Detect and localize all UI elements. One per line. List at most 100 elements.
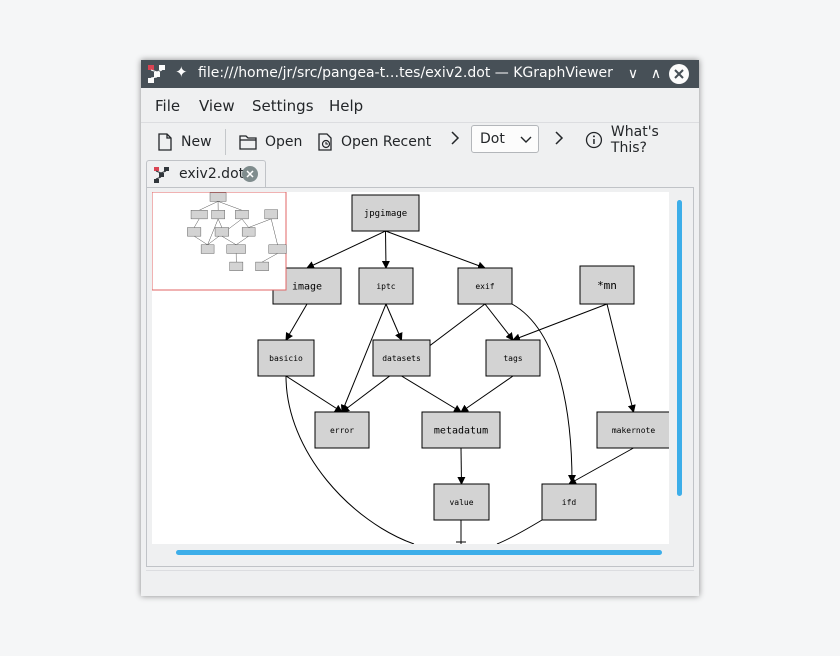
node-box	[485, 339, 541, 377]
kgraphviewer-window: ✦ file:///home/jr/src/pangea-t…tes/exiv2…	[141, 60, 699, 596]
birds-eye-overview[interactable]	[152, 192, 287, 291]
node-box	[351, 194, 420, 232]
node-mn[interactable]: *mn	[579, 265, 635, 305]
edge-datasets-metadatum	[401, 375, 462, 413]
node-ifd[interactable]: ifd	[541, 483, 597, 521]
node-error[interactable]: error	[314, 411, 370, 449]
overview-node	[200, 244, 215, 254]
overview-node	[187, 227, 202, 237]
overview-node	[209, 192, 227, 202]
node-box	[372, 339, 431, 377]
overview-edge	[221, 235, 237, 246]
overview-edge	[241, 218, 249, 228]
node-box	[541, 483, 597, 521]
close-icon	[246, 170, 254, 178]
maximize-button[interactable]: ∧	[650, 66, 662, 82]
edge-basicio-bottom	[285, 375, 415, 544]
edge-metadatum-value	[457, 447, 466, 485]
menu-bar: File View Settings Help	[141, 88, 699, 123]
edge-makernote-ifd	[568, 447, 634, 485]
node-datasets[interactable]: datasets	[372, 339, 431, 377]
edge-ifd-bottom	[496, 519, 543, 544]
node-makernote[interactable]: makernote	[596, 411, 669, 449]
minimize-button[interactable]: ∨	[627, 66, 639, 82]
node-exif[interactable]: exif	[457, 267, 513, 305]
edge-iptc-error	[340, 303, 387, 413]
open-button[interactable]: Open	[239, 129, 302, 155]
node-label: error	[330, 426, 354, 435]
menu-view[interactable]: View	[199, 97, 235, 115]
node-label: iptc	[376, 282, 395, 291]
pin-icon[interactable]: ✦	[175, 63, 188, 81]
tab-exiv2-dot[interactable]: exiv2.dot	[146, 160, 266, 188]
tab-close-button[interactable]	[242, 166, 258, 182]
edge-jpgimage-exif	[385, 230, 486, 270]
new-button-label: New	[181, 134, 212, 150]
node-iptc[interactable]: iptc	[358, 267, 414, 305]
overview-node	[255, 261, 269, 271]
node-label: exif	[475, 282, 494, 291]
node-label: ifd	[562, 498, 577, 507]
overview-edge	[248, 218, 272, 228]
new-button[interactable]: New	[157, 129, 212, 155]
menu-settings[interactable]: Settings	[252, 97, 314, 115]
edge-image-basicio	[285, 303, 308, 341]
folder-open-icon	[239, 135, 257, 150]
node-value[interactable]: value	[433, 483, 490, 521]
overview-node	[235, 210, 249, 220]
edge-basicio-error	[285, 375, 343, 413]
node-label: makernote	[612, 426, 656, 435]
edge-jpgimage-image	[306, 230, 386, 269]
chevron-down-icon	[520, 136, 532, 143]
whats-this-button[interactable]: What's This?	[585, 124, 699, 156]
dot-file-icon	[154, 167, 169, 183]
node-label: metadatum	[434, 426, 488, 437]
edge-exif-tags	[484, 303, 514, 341]
toolbar: New Open Open Recent	[141, 123, 699, 161]
node-label: basicio	[269, 354, 303, 363]
edge-exif-ifd	[511, 303, 576, 483]
overview-edge	[261, 253, 278, 263]
vertical-scrollbar[interactable]	[677, 200, 682, 496]
whats-this-label: What's This?	[610, 124, 659, 156]
layout-algorithm-select[interactable]: Dot	[471, 125, 539, 153]
node-tags[interactable]: tags	[485, 339, 541, 377]
kgraphviewer-app-icon	[148, 65, 165, 83]
edge-mn-makernote	[606, 303, 636, 413]
open-recent-button[interactable]: Open Recent	[317, 129, 431, 155]
open-recent-button-label: Open Recent	[341, 134, 432, 150]
horizontal-scrollbar[interactable]	[176, 550, 662, 555]
new-document-icon	[158, 133, 172, 151]
close-icon	[674, 69, 684, 79]
toolbar-separator	[225, 129, 226, 155]
node-box	[457, 267, 513, 305]
node-basicio[interactable]: basicio	[257, 339, 315, 377]
node-box	[257, 339, 315, 377]
overview-node	[264, 209, 278, 220]
title-bar[interactable]: ✦ file:///home/jr/src/pangea-t…tes/exiv2…	[141, 60, 699, 88]
open-button-label: Open	[265, 134, 303, 150]
edge-iptc-datasets	[385, 303, 403, 341]
menu-help[interactable]: Help	[329, 97, 364, 115]
close-window-button[interactable]	[669, 64, 689, 84]
help-info-icon	[585, 131, 603, 149]
chevron-left-expand-icon[interactable]	[450, 131, 460, 145]
node-label: jpgimage	[364, 209, 407, 219]
node-metadatum[interactable]: metadatum	[421, 411, 501, 449]
edge-mn-tags	[512, 303, 608, 342]
node-label: datasets	[382, 354, 421, 363]
overview-node	[226, 244, 246, 254]
node-jpgimage[interactable]: jpgimage	[351, 194, 420, 232]
chevron-right-more-icon[interactable]	[554, 131, 564, 145]
tab-label: exiv2.dot	[179, 166, 245, 182]
menu-file[interactable]: File	[155, 97, 181, 115]
overview-node	[211, 210, 225, 220]
overview-edge	[199, 201, 219, 211]
overview-node	[229, 261, 244, 271]
overview-edge	[217, 201, 243, 211]
node-label: value	[449, 498, 473, 507]
node-label: tags	[503, 354, 522, 363]
